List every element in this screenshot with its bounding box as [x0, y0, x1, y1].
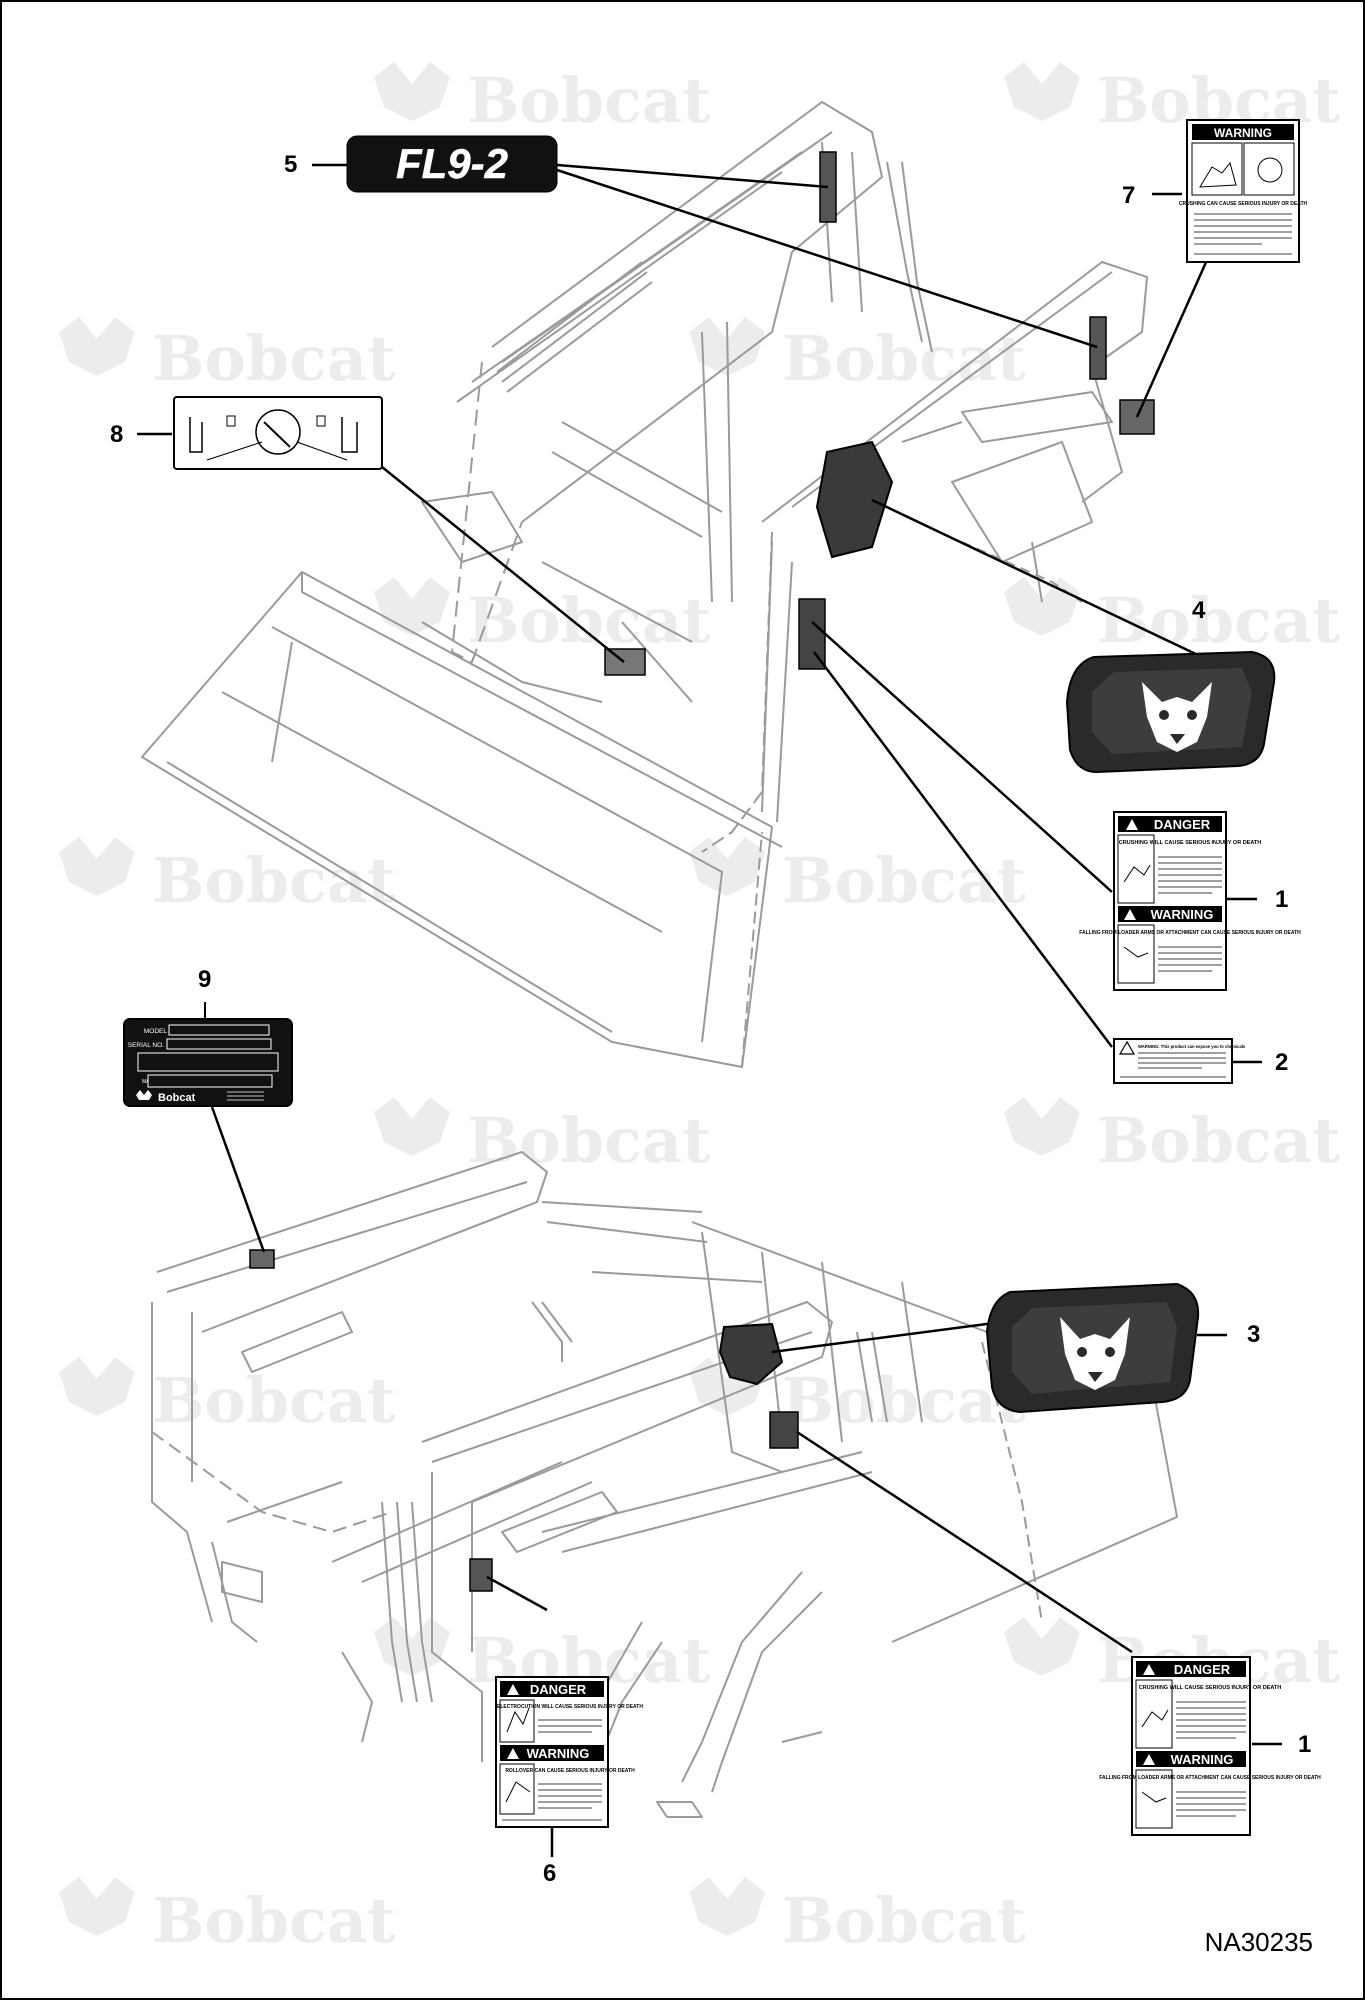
lower-decal-placements: [249, 1249, 799, 1592]
watermark-logo: Bobcat: [1004, 1097, 1341, 1177]
warning-1-upper-header: WARNING: [1151, 907, 1214, 922]
watermark-text: Bobcat: [1097, 584, 1341, 657]
watermark-logo: Bobcat: [374, 62, 711, 137]
watermark-logo: Bobcat: [1004, 577, 1341, 657]
placement-logo-3: [718, 1322, 784, 1386]
watermark-text: Bobcat: [1097, 1104, 1341, 1177]
watermark-layer: Bobcat Bobcat Bobcat Bobcat Bobcat Bobca…: [59, 62, 1341, 1957]
decal-bobcat-logo-3: [985, 1282, 1200, 1414]
watermark-logo: Bobcat: [689, 1877, 1026, 1957]
lower-leader-lines: [210, 1106, 1282, 1857]
placement-serial-plate-9: [249, 1249, 275, 1269]
callout-1-lower: 1: [1298, 1731, 1312, 1758]
upper-decal-placements: [604, 151, 1155, 676]
watermark-text: Bobcat: [152, 322, 396, 395]
decal-warning-7: WARNING CRUSHING CAN CAUSE SERIOUS INJUR…: [1179, 119, 1308, 263]
decal-serial-plate-9: MODEL SERIAL NO. MADE IN Bobcat: [123, 1002, 293, 1107]
plate-model-label: MODEL: [144, 1028, 168, 1035]
watermark-text: Bobcat: [782, 322, 1026, 395]
plate-brand-text: Bobcat: [158, 1092, 196, 1104]
watermark-text: Bobcat: [467, 584, 711, 657]
watermark-logo: Bobcat: [59, 317, 396, 395]
decal-warning-2: WARNING: This product can expose you to …: [1113, 1038, 1246, 1084]
watermark-logo: Bobcat: [59, 1357, 396, 1437]
plate-serial-label: SERIAL NO.: [128, 1042, 164, 1049]
watermark-logo: Bobcat: [689, 837, 1026, 917]
watermark-text: Bobcat: [152, 1884, 396, 1957]
warning-1-lower-title: FALLING FROM LOADER ARMS OR ATTACHMENT C…: [1099, 1775, 1321, 1781]
placement-danger-1-lower: [769, 1411, 799, 1449]
watermark-text: Bobcat: [152, 844, 396, 917]
warning-2-text: WARNING: This product can expose you to …: [1138, 1044, 1246, 1049]
warning-1-upper-title: FALLING FROM LOADER ARMS OR ATTACHMENT C…: [1079, 930, 1301, 936]
warning-7-header: WARNING: [1214, 126, 1272, 140]
bobcat-head-icon: [1060, 1317, 1130, 1390]
decal-8: [173, 396, 383, 470]
placement-danger-1-upper: [798, 598, 826, 670]
watermark-text: Bobcat: [782, 1884, 1026, 1957]
watermark-logo: Bobcat: [374, 1097, 711, 1177]
warning-1-lower-header: WARNING: [1171, 1752, 1234, 1767]
danger-1-lower-title: CRUSHING WILL CAUSE SERIOUS INJURY OR DE…: [1139, 1685, 1282, 1691]
callout-6: 6: [543, 1860, 557, 1887]
danger-1-upper-header: DANGER: [1154, 817, 1211, 832]
callout-4: 4: [1192, 597, 1206, 624]
placement-logo-4: [815, 440, 894, 559]
decal-danger-1-upper: DANGER CRUSHING WILL CAUSE SERIOUS INJUR…: [1079, 811, 1301, 991]
upper-leader-lines: [137, 163, 1262, 1064]
callout-2: 2: [1275, 1049, 1289, 1076]
watermark-text: Bobcat: [782, 844, 1026, 917]
decal-danger-1-lower: DANGER CRUSHING WILL CAUSE SERIOUS INJUR…: [1099, 1656, 1321, 1836]
watermark-text: Bobcat: [467, 1104, 711, 1177]
watermark-logo: Bobcat: [59, 1877, 396, 1957]
danger-1-upper-title: CRUSHING WILL CAUSE SERIOUS INJURY OR DE…: [1119, 840, 1262, 846]
decal-fl92: FL9-2: [346, 135, 558, 193]
watermark-logo: Bobcat: [374, 577, 711, 657]
danger-6-header: DANGER: [530, 1682, 587, 1697]
danger-1-lower-header: DANGER: [1174, 1662, 1231, 1677]
callout-7: 7: [1122, 182, 1136, 209]
warning-6-header: WARNING: [527, 1746, 590, 1761]
watermark-text: Bobcat: [152, 1364, 396, 1437]
callout-9: 9: [198, 966, 212, 993]
callout-1-upper: 1: [1275, 886, 1289, 913]
decal-danger-6: DANGER ELECTROCUTION WILL CAUSE SERIOUS …: [495, 1676, 643, 1828]
watermark-logo: Bobcat: [689, 317, 1026, 395]
bobcat-small-logo-icon: [136, 1090, 152, 1100]
watermark-logo: Bobcat: [1004, 62, 1341, 137]
placement-fl92-right: [1089, 316, 1107, 380]
callout-3: 3: [1247, 1321, 1261, 1348]
figure-id: NA30235: [1204, 1927, 1313, 1957]
decal-bobcat-logo-4: [1065, 650, 1276, 774]
lower-loader-illustration: [151, 1151, 1178, 1818]
callout-8: 8: [110, 421, 124, 448]
watermark-text: Bobcat: [782, 1364, 1026, 1437]
watermark-logo: Bobcat: [59, 837, 396, 917]
warning-6-title: ROLLOVER CAN CAUSE SERIOUS INJURY OR DEA…: [505, 1768, 635, 1774]
fl92-text: FL9-2: [396, 140, 508, 187]
callout-5: 5: [284, 151, 298, 178]
watermark-text: Bobcat: [467, 64, 711, 137]
placement-danger-6: [469, 1558, 493, 1592]
bobcat-head-icon: [1142, 682, 1212, 752]
warning-7-title: CRUSHING CAN CAUSE SERIOUS INJURY OR DEA…: [1179, 201, 1308, 207]
danger-6-title: ELECTROCUTION WILL CAUSE SERIOUS INJURY …: [497, 1704, 643, 1710]
